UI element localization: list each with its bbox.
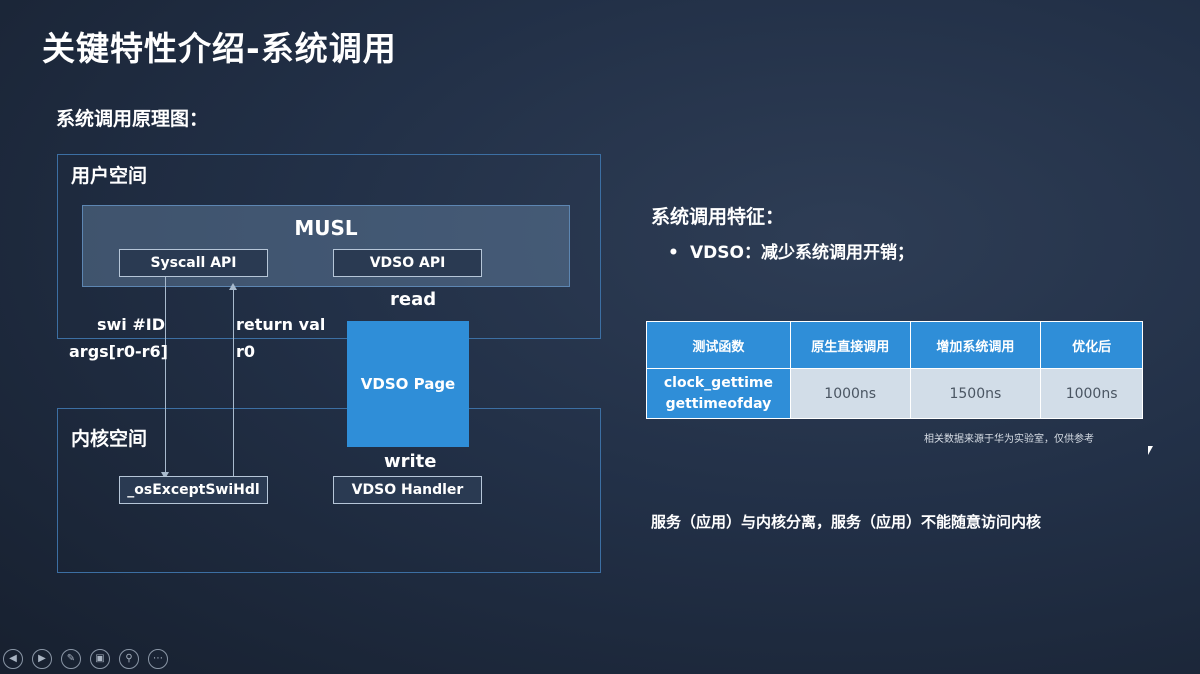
return-arrow-up-icon [229,283,237,290]
table-header-row: 测试函数 原生直接调用 增加系统调用 优化后 [646,321,1143,369]
vdso-handler-box: VDSO Handler [333,476,482,504]
swi-arrow-down-icon [161,472,169,479]
features-bullet: • VDSO：减少系统调用开销； [668,238,914,263]
pen-icon: ✎ [66,653,76,664]
more-options-button[interactable]: ⋯ [148,649,168,669]
cell-optimized-value: 1000ns [1040,368,1143,419]
function-gettimeofday: gettimeofday [665,395,772,412]
performance-table: 测试函数 原生直接调用 增加系统调用 优化后 clock_gettime get… [646,321,1143,419]
table-source-note: 相关数据来源于华为实验室，仅供参考 [924,434,1094,445]
more-icon: ⋯ [153,653,163,664]
vdso-page-block: VDSO Page [347,321,469,447]
zoom-button[interactable]: ⚲ [119,649,139,669]
prev-slide-button[interactable]: ◀ [3,649,23,669]
except-handler-box: _osExceptSwiHdl [119,476,268,504]
header-test-function: 测试函数 [646,321,791,369]
next-slide-button[interactable]: ▶ [32,649,52,669]
mouse-cursor-icon [1148,446,1153,455]
user-space-label: 用户空间 [71,165,148,187]
slides-icon: ▣ [95,653,105,664]
r0-label: r0 [236,342,256,361]
vdso-api-box: VDSO API [333,249,482,277]
read-label: read [390,289,437,310]
next-icon: ▶ [38,653,46,664]
slide-title: 关键特性介绍-系统调用 [42,29,397,68]
args-label: args[r0-r6] [69,342,168,361]
kernel-space-region [57,408,601,573]
pen-tool-button[interactable]: ✎ [61,649,81,669]
table-row: clock_gettime gettimeofday 1000ns 1500ns… [646,368,1143,419]
bullet-icon: • [668,243,679,263]
syscall-api-box: Syscall API [119,249,268,277]
return-connector-line [233,290,234,479]
slide-overview-button[interactable]: ▣ [90,649,110,669]
features-bullet-text: VDSO：减少系统调用开销； [690,243,914,263]
cell-functions: clock_gettime gettimeofday [646,368,791,419]
musl-label: MUSL [294,216,358,240]
swi-connector-line [165,277,166,473]
function-clock-gettime: clock_gettime [663,374,773,391]
user-space-region [57,154,601,339]
header-optimized: 优化后 [1040,321,1143,369]
features-title: 系统调用特征： [651,206,785,228]
kernel-space-label: 内核空间 [71,428,148,450]
header-native-call: 原生直接调用 [789,321,911,369]
diagram-subtitle: 系统调用原理图： [56,108,209,130]
zoom-icon: ⚲ [125,653,133,664]
return-val-label: return val [236,315,326,334]
summary-text: 服务（应用）与内核分离，服务（应用）不能随意访问内核 [651,513,1042,531]
cell-native-value: 1000ns [789,368,911,419]
swi-label: swi #ID [97,315,165,334]
prev-icon: ◀ [9,653,17,664]
header-with-syscall: 增加系统调用 [909,321,1042,369]
write-label: write [384,451,437,472]
cell-syscall-value: 1500ns [909,368,1042,419]
